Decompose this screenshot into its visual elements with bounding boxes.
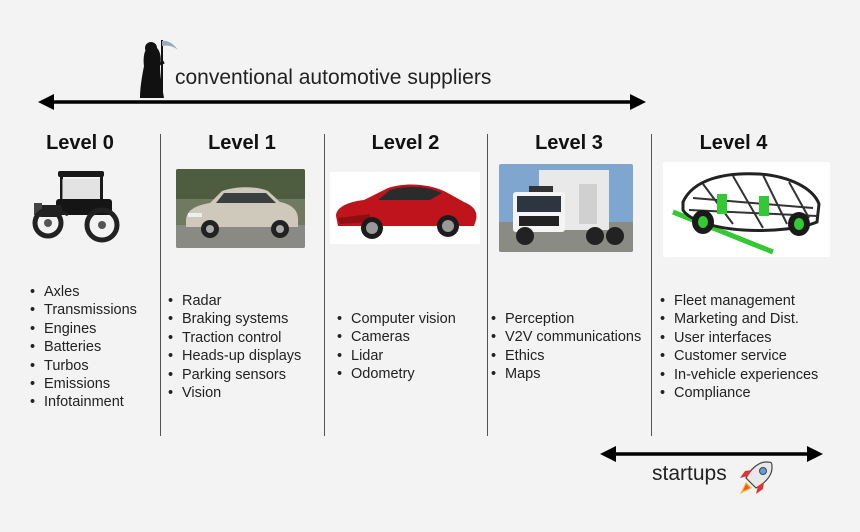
list-item: Odometry [337,365,456,383]
column-divider [324,134,325,436]
list-item: Turbos [30,357,137,375]
level-2-column: Level 2 [324,128,487,438]
list-item: Ethics [491,347,641,365]
model-t-car-image [32,171,120,243]
list-item: Lidar [337,347,456,365]
level-3-title: Level 3 [535,132,603,154]
list-item: Marketing and Dist. [660,310,818,328]
list-item: Vision [168,384,301,402]
list-item: User interfaces [660,329,818,347]
list-item: Traction control [168,329,301,347]
lexus-sedan-image [176,169,305,248]
list-item: Radar [168,292,301,310]
autonomous-truck-image [499,164,633,252]
level-1-column: Level 1 [160,128,324,438]
list-item: Engines [30,320,137,338]
level-0-list: Axles Transmissions Engines Batteries Tu… [30,283,137,412]
level-4-list: Fleet management Marketing and Dist. Use… [660,292,818,402]
level-4-column: Level 4 [651,128,816,438]
startups-label: startups [652,462,727,485]
level-0-column: Level 0 [0,128,160,438]
conventional-suppliers-label: conventional automotive suppliers [175,66,492,89]
list-item: Perception [491,310,641,328]
list-item: Braking systems [168,310,301,328]
list-item: V2V communications [491,328,641,346]
level-2-list: Computer vision Cameras Lidar Odometry [337,310,456,384]
level-0-title: Level 0 [46,132,114,154]
list-item: Axles [30,283,137,301]
level-3-column: Level 3 [487,128,651,438]
column-divider [160,134,161,436]
level-4-title: Level 4 [699,132,768,154]
list-item: Cameras [337,328,456,346]
list-item: Emissions [30,375,137,393]
list-item: Computer vision [337,310,456,328]
rocket-icon [740,461,773,494]
list-item: Transmissions [30,301,137,319]
grim-reaper-icon [140,40,178,98]
list-item: Batteries [30,338,137,356]
list-item: Compliance [660,384,818,402]
column-divider [651,134,652,436]
list-item: Maps [491,365,641,383]
level-3-list: Perception V2V communications Ethics Map… [491,310,641,384]
list-item: Infotainment [30,393,137,411]
column-divider [487,134,488,436]
concept-pod-vehicle-image [663,162,830,257]
list-item: In-vehicle experiences [660,366,818,384]
level-1-title: Level 1 [208,132,276,154]
level-1-list: Radar Braking systems Traction control H… [168,292,301,402]
tesla-model-s-image [330,172,480,244]
level-2-title: Level 2 [371,132,440,154]
list-item: Heads-up displays [168,347,301,365]
list-item: Customer service [660,347,818,365]
list-item: Fleet management [660,292,818,310]
list-item: Parking sensors [168,366,301,384]
